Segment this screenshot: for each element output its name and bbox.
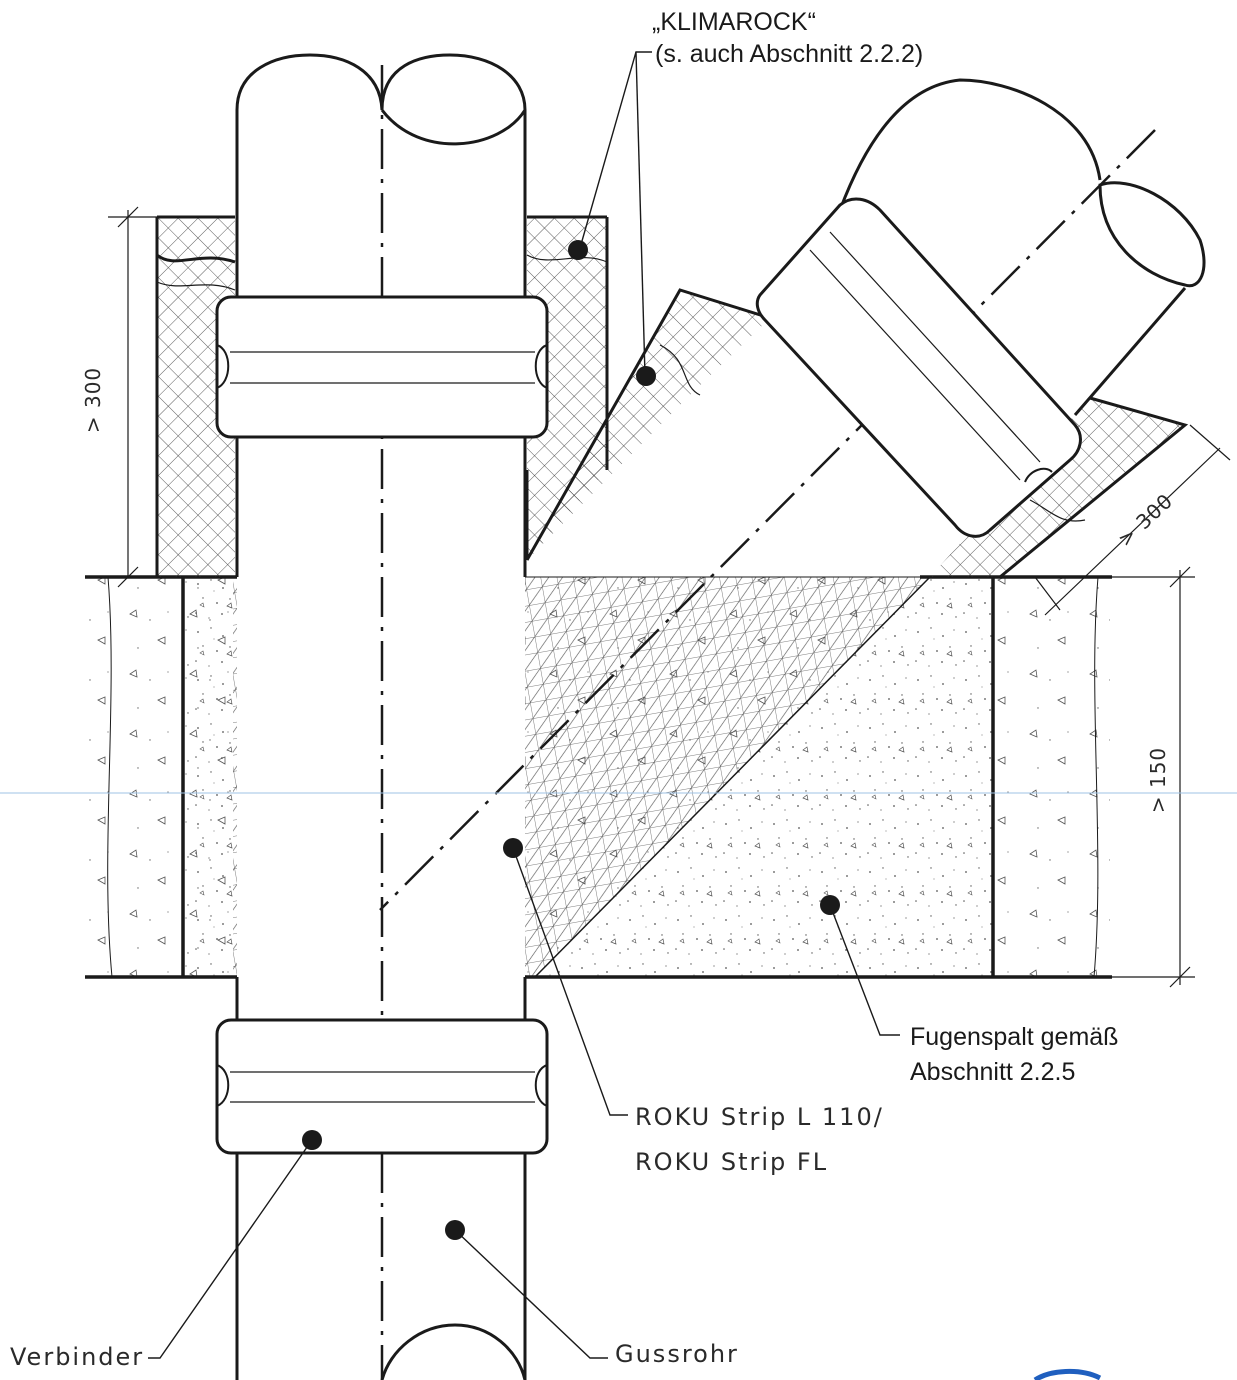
dimension-left-text: > 300 (81, 367, 105, 433)
dimension-slab (1110, 566, 1195, 988)
dot-klimarock-left (568, 240, 588, 260)
dot-verbinder (302, 1130, 322, 1150)
label-roku-strip-2: ROKU Strip FL (635, 1148, 828, 1176)
dot-gussrohr (445, 1220, 465, 1240)
klimarock-wrap-diagonal (525, 288, 1189, 579)
corner-mark (1033, 1368, 1102, 1380)
dimension-diagonal (1034, 424, 1231, 616)
coupler-diagonal (755, 197, 1082, 538)
callout-dots (302, 240, 840, 1240)
dot-fugenspalt (820, 895, 840, 915)
dimension-diagonal-text: > 300 (1113, 488, 1178, 551)
coupler-upper (215, 295, 549, 439)
dot-roku-strip (503, 838, 523, 858)
leaders (148, 51, 900, 1359)
diagonal-pipe (379, 78, 1210, 911)
vertical-pipe (235, 53, 527, 1380)
coupler-lower (215, 1018, 549, 1155)
label-roku-strip-1: ROKU Strip L 110/ (635, 1103, 884, 1131)
label-gussrohr: Gussrohr (615, 1340, 739, 1368)
klimarock-wrap-left (155, 215, 609, 577)
dimension-left (108, 206, 160, 588)
label-fugenspalt: Fugenspalt gemäß (910, 1023, 1118, 1051)
label-klimarock-ref: (s. auch Abschnitt 2.2.2) (655, 40, 923, 68)
label-klimarock: „KLIMAROCK“ (652, 8, 816, 36)
label-verbinder: Verbinder (10, 1343, 144, 1371)
dimension-slab-text: > 150 (1146, 747, 1170, 813)
dot-klimarock-diag (636, 366, 656, 386)
label-fugenspalt-ref: Abschnitt 2.2.5 (910, 1058, 1075, 1086)
